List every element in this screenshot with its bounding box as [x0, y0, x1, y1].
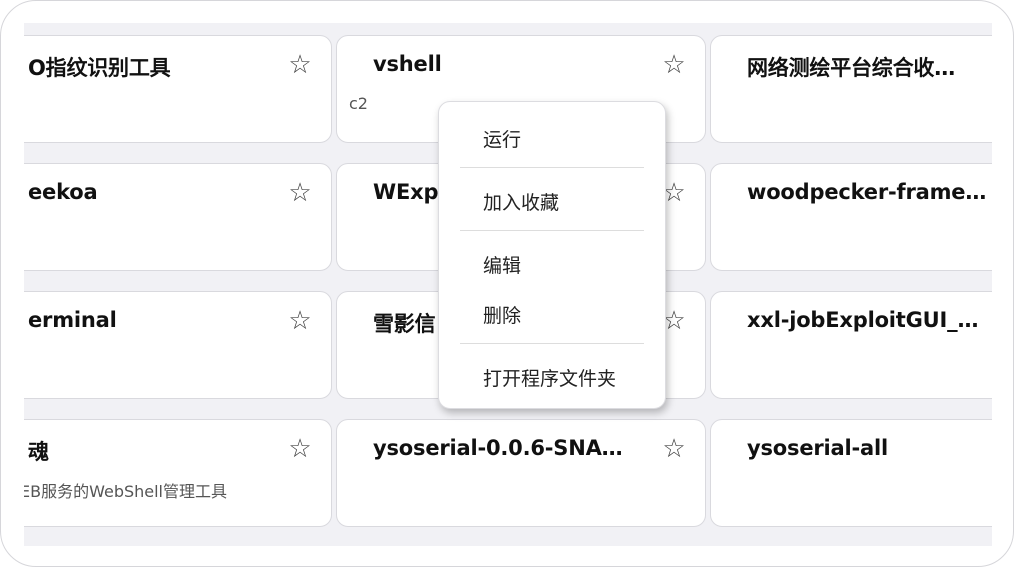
tool-card-title: vshell — [373, 52, 442, 76]
star-icon[interactable]: ☆ — [288, 434, 312, 464]
menu-item-add-favorite[interactable]: 加入收藏 — [483, 192, 560, 214]
star-icon[interactable]: ☆ — [662, 178, 686, 208]
menu-divider — [460, 230, 644, 231]
tool-card[interactable]: 魂 EB服务的WebShell管理工具 ☆ — [24, 419, 332, 527]
tool-card[interactable]: eekoa ☆ — [24, 163, 332, 271]
tool-card-description: c2 — [349, 94, 368, 113]
tool-card-title: ysoserial-all — [747, 436, 888, 460]
menu-item-run[interactable]: 运行 — [483, 129, 522, 151]
tool-card[interactable]: xxl-jobExploitGUI_… — [710, 291, 992, 399]
menu-divider — [460, 167, 644, 168]
tool-card-description: EB服务的WebShell管理工具 — [24, 482, 228, 501]
menu-item-edit[interactable]: 编辑 — [483, 255, 522, 277]
tool-card-title: erminal — [28, 308, 117, 332]
tool-card[interactable]: ysoserial-all — [710, 419, 992, 527]
tool-card[interactable]: woodpecker-frame… — [710, 163, 992, 271]
menu-item-delete[interactable]: 删除 — [483, 305, 522, 327]
context-menu: 运行 加入收藏 编辑 删除 打开程序文件夹 — [438, 101, 666, 409]
star-icon[interactable]: ☆ — [288, 178, 312, 208]
star-icon[interactable]: ☆ — [662, 50, 686, 80]
tool-card-title: ysoserial-0.0.6-SNA… — [373, 436, 623, 460]
tool-card-title: woodpecker-frame… — [747, 180, 987, 204]
menu-item-open-folder[interactable]: 打开程序文件夹 — [483, 368, 617, 390]
tool-card-title: 魂 — [28, 440, 49, 464]
tool-card[interactable]: O指纹识别工具 ☆ — [24, 35, 332, 143]
tool-card[interactable]: 网络测绘平台综合收… — [710, 35, 992, 143]
tool-card-title: 网络测绘平台综合收… — [747, 56, 955, 80]
tool-card[interactable]: erminal ☆ — [24, 291, 332, 399]
menu-divider — [460, 343, 644, 344]
star-icon[interactable]: ☆ — [662, 434, 686, 464]
tool-card-title: xxl-jobExploitGUI_… — [747, 308, 979, 332]
tool-card[interactable]: ysoserial-0.0.6-SNA… ☆ — [336, 419, 706, 527]
star-icon[interactable]: ☆ — [662, 306, 686, 336]
tool-card-title: eekoa — [28, 180, 98, 204]
tool-card-title: O指纹识别工具 — [28, 56, 171, 80]
star-icon[interactable]: ☆ — [288, 306, 312, 336]
star-icon[interactable]: ☆ — [288, 50, 312, 80]
